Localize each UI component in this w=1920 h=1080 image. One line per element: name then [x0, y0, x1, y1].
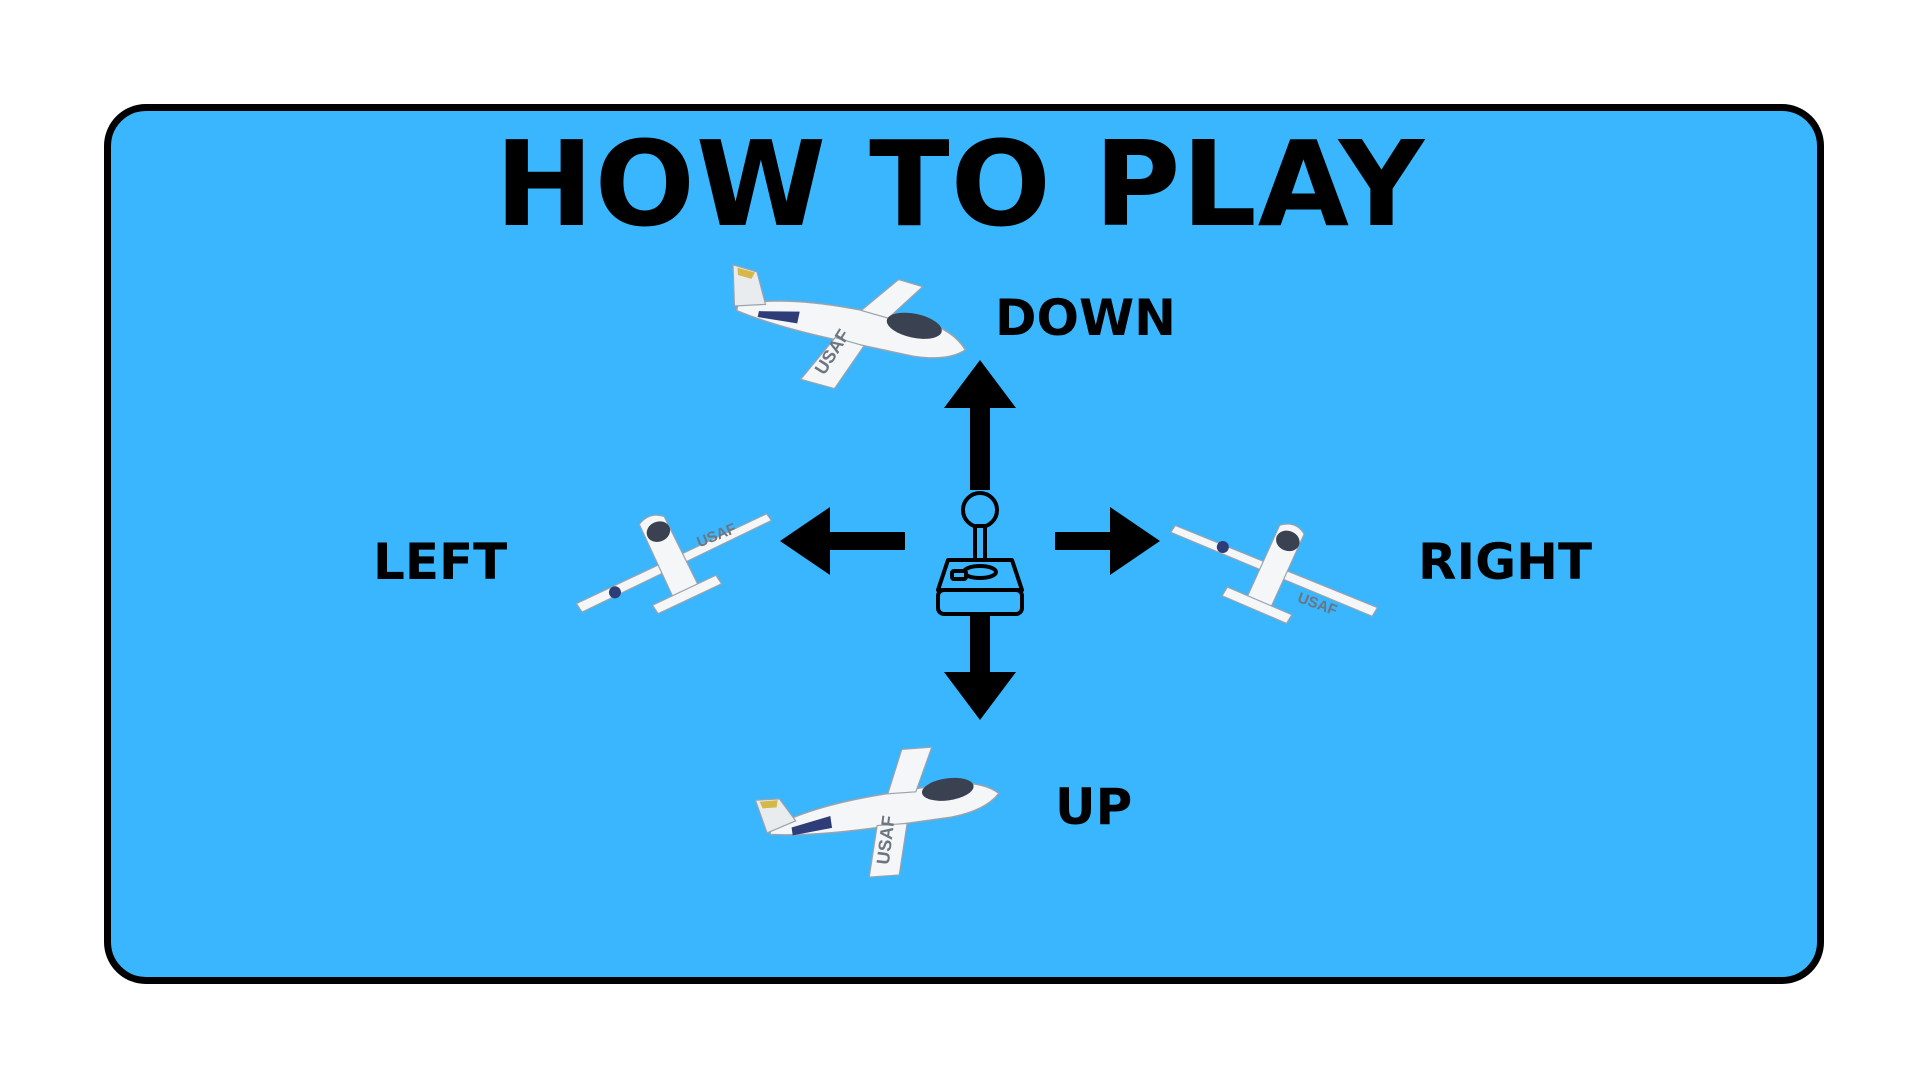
arrow-right-icon — [1055, 507, 1160, 575]
direction-label-down: DOWN — [995, 289, 1177, 347]
direction-label-right: RIGHT — [1418, 533, 1593, 591]
arrow-up-icon — [944, 360, 1016, 490]
direction-label-left: LEFT — [373, 533, 508, 591]
controls-diagram — [780, 360, 1180, 730]
page-title: HOW TO PLAY — [494, 115, 1426, 253]
arrow-left-icon — [780, 507, 905, 575]
plane-left-image: USAF — [555, 495, 785, 615]
how-to-play-panel — [104, 104, 1824, 984]
arrow-down-icon — [944, 615, 1016, 720]
plane-right-image: USAF — [1158, 505, 1398, 625]
joystick-icon — [936, 491, 1024, 616]
plane-down-image: USAF — [718, 250, 978, 400]
direction-label-up: UP — [1055, 778, 1133, 836]
plane-up-image: USAF — [750, 735, 1010, 885]
